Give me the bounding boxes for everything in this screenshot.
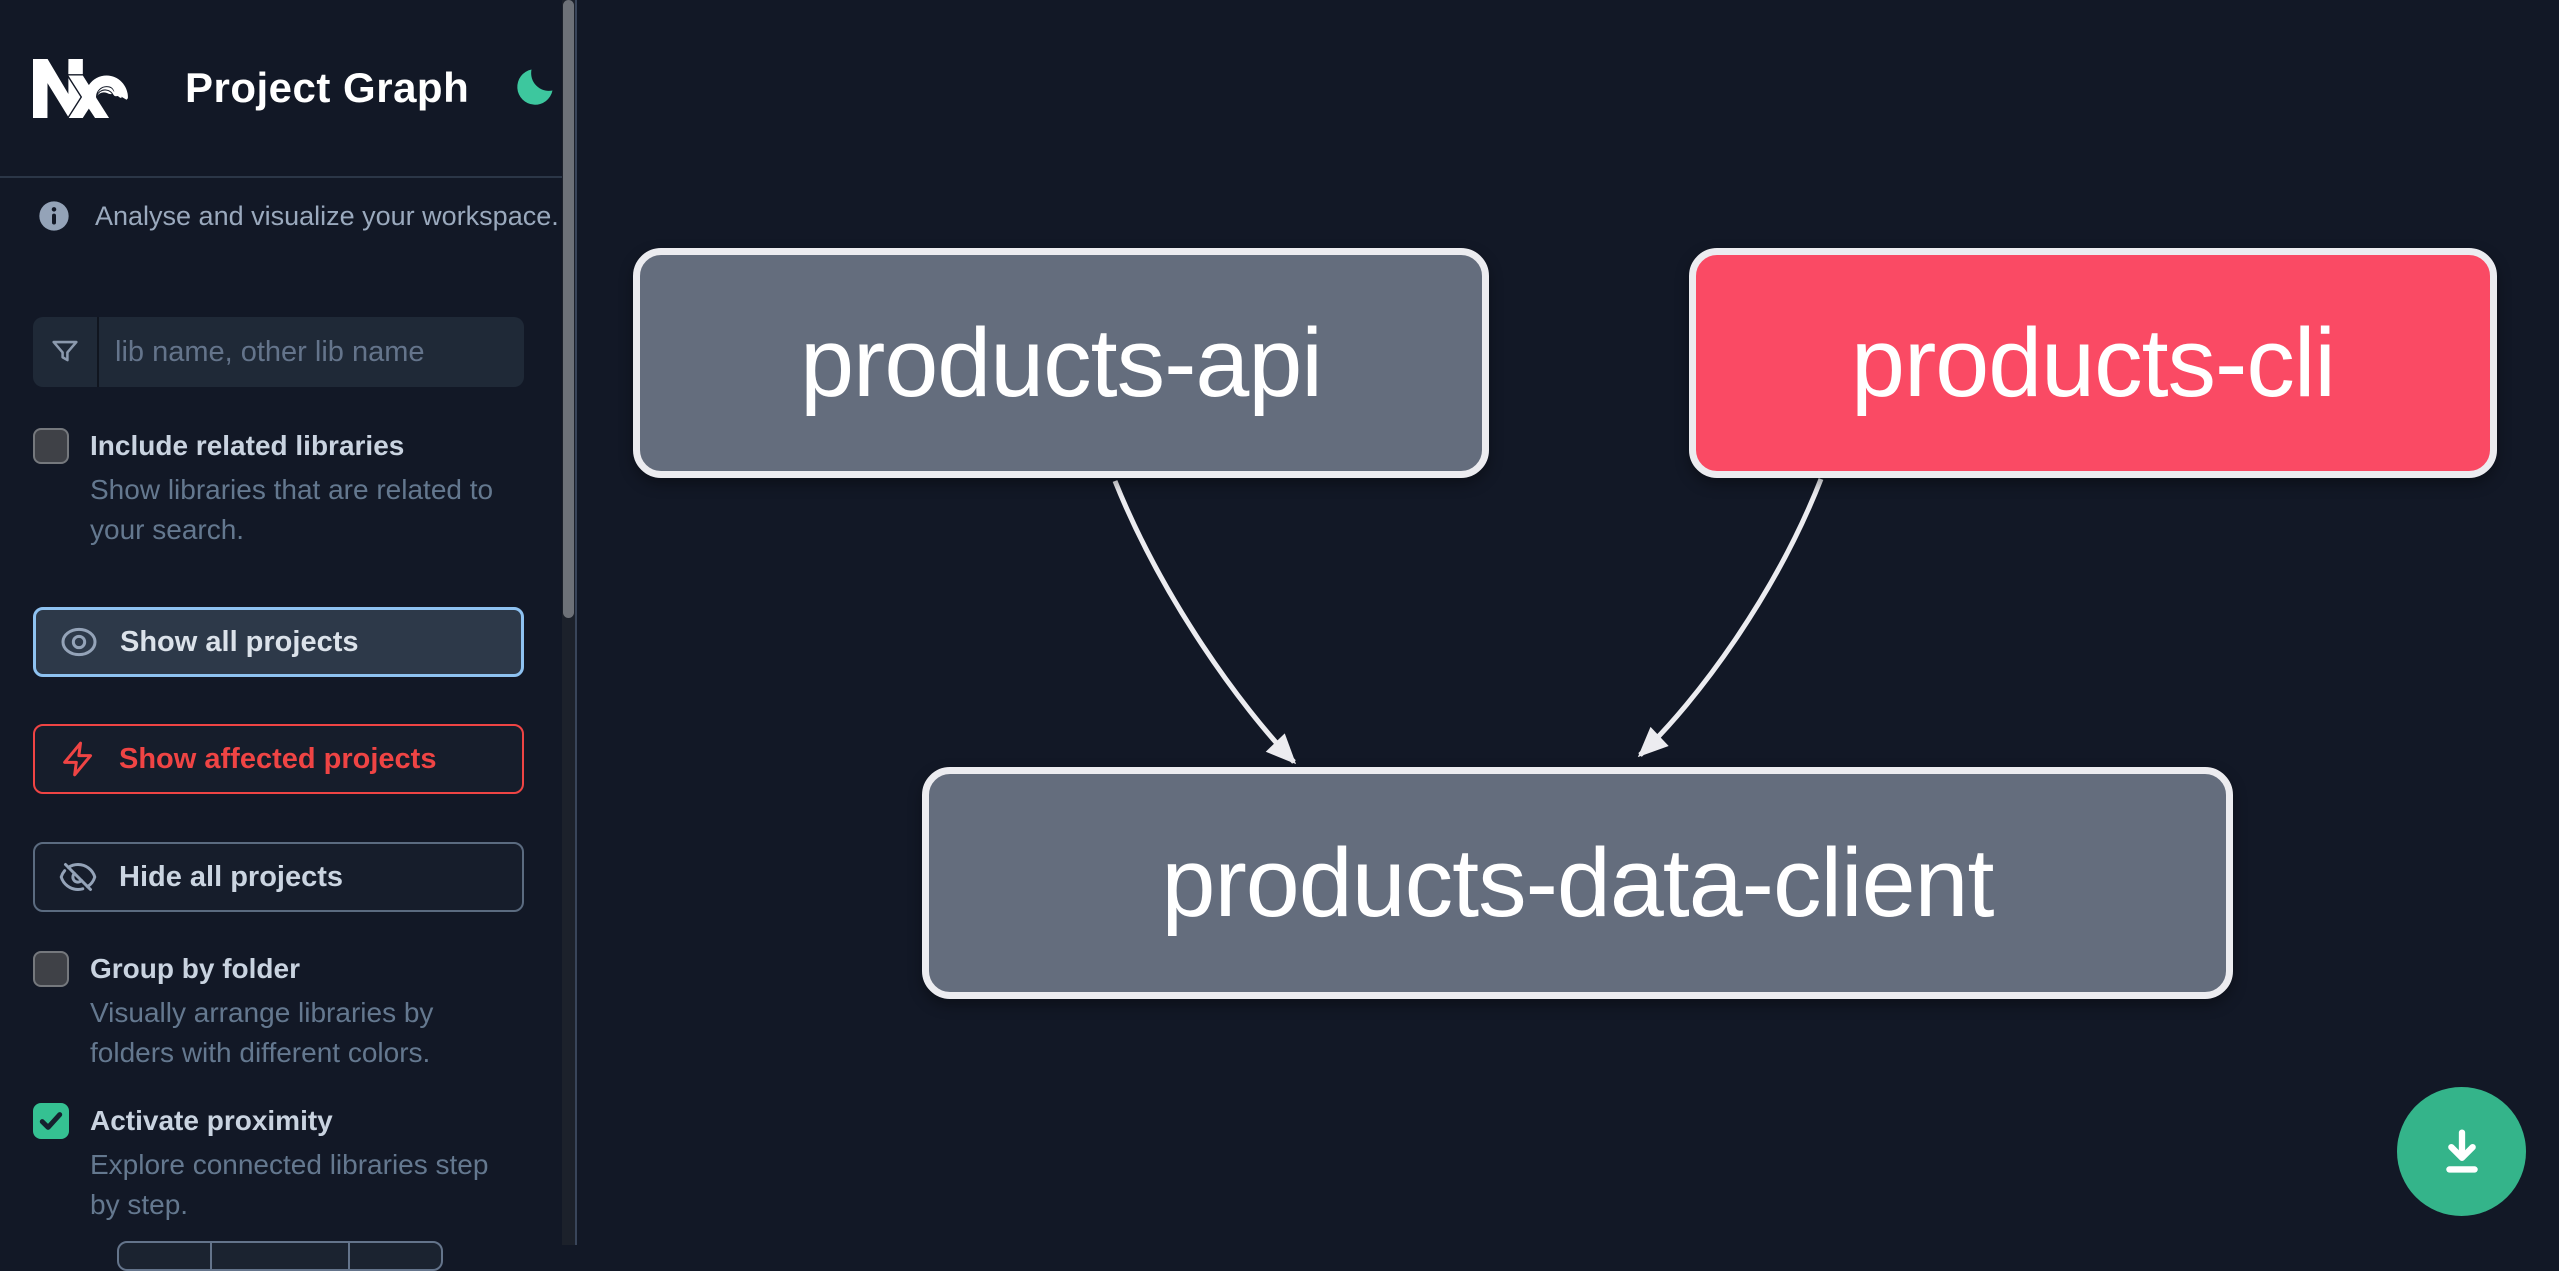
funnel-icon bbox=[33, 317, 99, 387]
tagline-text: Analyse and visualize your workspace. bbox=[95, 200, 559, 231]
nx-logo bbox=[33, 58, 128, 118]
node-products-cli[interactable]: products-cli bbox=[1689, 248, 2497, 478]
checkbox-description: Show libraries that are related to your … bbox=[90, 474, 494, 545]
check-icon bbox=[39, 1112, 63, 1130]
option-activate-proximity: Activate proximity Explore connected lib… bbox=[33, 1101, 503, 1225]
sidebar-scrollbar[interactable] bbox=[562, 0, 575, 1245]
node-products-data-client[interactable]: products-data-client bbox=[922, 767, 2233, 999]
search-input[interactable] bbox=[99, 317, 524, 387]
proximity-depth-stepper[interactable] bbox=[117, 1241, 443, 1271]
include-related-checkbox[interactable] bbox=[33, 428, 69, 464]
button-label: Show affected projects bbox=[119, 742, 437, 775]
eye-off-icon bbox=[59, 862, 97, 891]
bolt-icon bbox=[63, 741, 92, 777]
workspace-tagline: Analyse and visualize your workspace. bbox=[38, 200, 559, 232]
option-group-by-folder: Group by folder Visually arrange librari… bbox=[33, 949, 503, 1073]
activate-proximity-checkbox[interactable] bbox=[33, 1103, 69, 1139]
checkbox-description: Explore connected libraries step by step… bbox=[90, 1149, 489, 1220]
node-products-api[interactable]: products-api bbox=[633, 248, 1489, 478]
sidebar-divider bbox=[575, 0, 577, 1245]
hide-all-projects-button[interactable]: Hide all projects bbox=[33, 842, 524, 912]
stepper-decrement[interactable] bbox=[119, 1243, 212, 1269]
download-image-button[interactable] bbox=[2397, 1087, 2526, 1216]
stepper-increment[interactable] bbox=[350, 1243, 441, 1269]
show-affected-projects-button[interactable]: Show affected projects bbox=[33, 724, 524, 794]
project-graph-canvas[interactable] bbox=[577, 0, 2559, 1245]
checkbox-label: Group by folder bbox=[90, 953, 300, 984]
node-label: products-cli bbox=[1851, 308, 2336, 417]
node-label: products-api bbox=[800, 308, 1323, 417]
eye-icon bbox=[61, 627, 97, 657]
sidebar: Project Graph Analyse and visualize your… bbox=[0, 0, 562, 1271]
search-box bbox=[33, 317, 524, 387]
show-all-projects-button[interactable]: Show all projects bbox=[33, 607, 524, 677]
sidebar-header: Project Graph bbox=[0, 0, 562, 178]
node-label: products-data-client bbox=[1161, 828, 1995, 937]
checkbox-label: Activate proximity bbox=[90, 1105, 333, 1136]
checkbox-description: Visually arrange libraries by folders wi… bbox=[90, 997, 434, 1068]
stepper-value bbox=[212, 1243, 350, 1269]
group-by-folder-checkbox[interactable] bbox=[33, 951, 69, 987]
download-icon bbox=[2445, 1128, 2478, 1173]
page-title: Project Graph bbox=[185, 64, 470, 111]
button-label: Show all projects bbox=[120, 625, 359, 658]
scrollbar-thumb[interactable] bbox=[563, 0, 574, 618]
info-icon bbox=[39, 201, 69, 231]
moon-icon[interactable] bbox=[511, 65, 557, 111]
checkbox-label: Include related libraries bbox=[90, 430, 405, 461]
option-include-related: Include related libraries Show libraries… bbox=[33, 426, 503, 550]
button-label: Hide all projects bbox=[119, 860, 344, 893]
